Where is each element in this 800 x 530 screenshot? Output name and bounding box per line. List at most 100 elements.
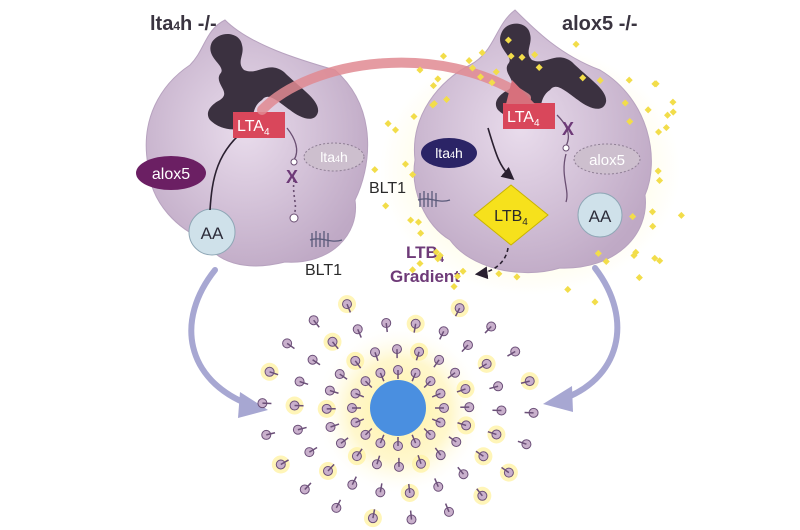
left-lta4h-label: lta4h: [320, 149, 348, 165]
neutrophil-icon: [461, 340, 474, 353]
left-blocked-end: [289, 213, 299, 223]
left-blocked-dotted: [292, 179, 297, 215]
neutrophil-icon: [433, 478, 444, 492]
neutrophil-icon: [360, 376, 373, 389]
neutrophil-icon: [393, 365, 403, 379]
right-title: alox5 -/-: [562, 13, 638, 35]
ltb4-particle: [434, 255, 442, 263]
right-lta4h-ellipse: [421, 138, 477, 168]
right-lta4-label: LTA4: [507, 109, 540, 129]
neutrophil-icon: [410, 367, 421, 382]
ltb4-particle: [434, 75, 442, 83]
gradient-arrow: [474, 247, 509, 280]
ltb4-particle: [651, 254, 659, 262]
ltb4-particle: [468, 64, 477, 72]
neutrophil-icon: [375, 367, 386, 382]
neutrophil-icon: [323, 332, 342, 351]
left-swarm-arrowhead: [238, 392, 268, 418]
ltb4-particle: [535, 63, 543, 71]
ltb4-particle: [663, 111, 672, 119]
right-ltb4-diamond: [473, 184, 549, 246]
ltb4-particle: [401, 160, 410, 168]
neutrophil-icon: [334, 369, 348, 380]
neutrophil-icon: [435, 403, 449, 413]
ltb4-particle: [478, 49, 486, 57]
neutrophil-icon: [317, 399, 336, 418]
left-nucleus: [207, 34, 319, 130]
neutrophil-icon: [489, 381, 504, 392]
neutrophil-swarm: [257, 295, 539, 528]
left-lta4h-ellipse: [303, 142, 365, 172]
ltb4-particle: [635, 274, 643, 282]
lta4-transfer-arrowhead: [506, 80, 535, 104]
neutrophil-icon: [443, 503, 454, 517]
ltb4-particle: [626, 118, 634, 126]
neutrophil-icon: [438, 326, 449, 340]
neutrophil-icon: [294, 376, 309, 387]
ltb4-particle: [594, 249, 602, 257]
neutrophil-icon: [406, 510, 417, 525]
ltb4-particle: [439, 52, 448, 60]
neutrophil-icon: [350, 388, 365, 399]
ltb4-particle: [391, 126, 400, 134]
ltb4-particle: [488, 79, 496, 87]
neutrophil-icon: [261, 429, 276, 440]
swarm-core: [370, 380, 426, 436]
ltb4-particle: [409, 171, 417, 179]
ltb4-particle: [443, 95, 451, 103]
neutrophil-icon: [507, 346, 521, 357]
left-blocked-pathway: [286, 127, 298, 161]
left-blocked-node: [290, 158, 298, 166]
ltb4-particle: [632, 248, 640, 256]
neutrophil-icon: [335, 437, 349, 449]
neutrophil-icon: [487, 425, 506, 444]
ltb4-particle: [518, 53, 526, 61]
neutrophil-icon: [375, 483, 386, 498]
neutrophil-icon: [517, 439, 532, 450]
neutrophil-icon: [447, 367, 461, 379]
left-alox5-ellipse: [136, 156, 206, 190]
ltb4-particle: [572, 40, 580, 48]
ltb4-particle: [453, 272, 462, 280]
neutrophil-icon: [324, 385, 339, 396]
neutrophil-icon: [450, 299, 469, 318]
neutrophil-icon: [499, 463, 518, 482]
ltb4-particle: [652, 80, 660, 88]
neutrophil-icon: [381, 318, 392, 333]
ltb4-particle: [492, 68, 500, 76]
ltb4-particle: [669, 108, 677, 116]
neutrophil-icon: [410, 434, 421, 449]
ltb4-particle: [649, 222, 657, 230]
neutrophil-icon: [410, 342, 429, 361]
neutrophil-icon: [473, 486, 492, 505]
left-lta4-label: LTA4: [237, 118, 270, 138]
ltb4-particle: [409, 266, 417, 274]
left-blt1-label: BLT1: [305, 262, 342, 279]
neutrophil-icon: [400, 483, 419, 502]
neutrophil-icon: [375, 434, 386, 449]
ltb4-particle: [450, 283, 458, 291]
neutrophil-icon: [325, 421, 340, 432]
neutrophil-icon: [299, 482, 312, 495]
neutrophil-icon: [271, 455, 290, 474]
right-alox5-label: alox5: [589, 152, 625, 169]
left-title: lta4h -/-: [150, 13, 217, 35]
gradient-label-line2: Gradient: [390, 267, 460, 286]
ltb4-particle: [644, 106, 652, 114]
neutrophil-icon: [285, 396, 304, 415]
neutrophil-icon: [484, 321, 497, 334]
neutrophil-icon: [492, 405, 507, 416]
ltb4-particle: [429, 82, 437, 90]
neutrophil-icon: [456, 380, 475, 399]
neutrophil-icon: [520, 372, 539, 391]
ltb4-particle: [384, 120, 392, 128]
right-lta4-box: [503, 103, 555, 129]
neutrophil-icon: [257, 398, 272, 409]
ltb4-particle: [677, 211, 685, 219]
neutrophil-icon: [431, 388, 446, 399]
neutrophil-icon: [363, 509, 382, 528]
ltb4-particle: [416, 66, 424, 74]
neutrophil-icon: [477, 354, 496, 373]
neutrophil-icon: [282, 338, 295, 350]
neutrophil-icon: [474, 447, 493, 466]
